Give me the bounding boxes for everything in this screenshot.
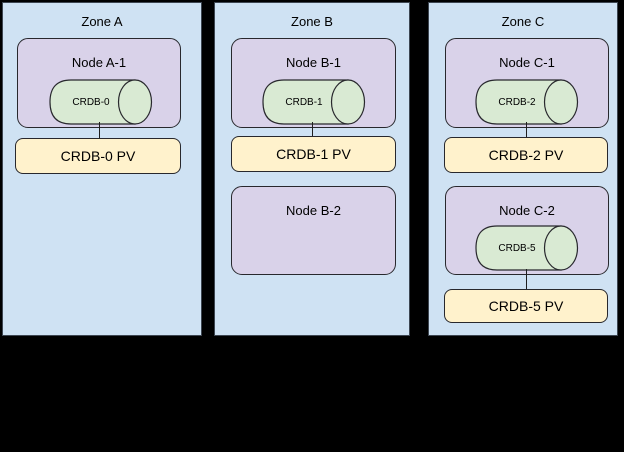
pv-crdb-1-label: CRDB-1 PV — [276, 146, 351, 162]
database-cylinder-icon — [262, 79, 366, 125]
connector-crdb-1-to-pv — [311, 122, 313, 136]
zone-b-label: Zone B — [291, 14, 333, 29]
connector-crdb-0-to-pv — [98, 122, 100, 138]
node-c-2: Node C-2 CRDB-5 — [445, 186, 609, 275]
node-b-1-label: Node B-1 — [286, 55, 341, 70]
node-a-1-label: Node A-1 — [71, 55, 127, 70]
node-b-2: Node B-2 — [231, 186, 396, 275]
zone-c-label: Zone C — [501, 14, 545, 29]
crdb-1-cylinder: CRDB-1 — [262, 79, 366, 125]
pv-crdb-0-label: CRDB-0 PV — [60, 148, 136, 164]
database-cylinder-icon — [49, 79, 153, 125]
pv-crdb-5-label: CRDB-5 PV — [488, 298, 564, 314]
zone-a: Zone A Node A-1 CRDB-0 CRDB-0 PV — [2, 2, 202, 336]
node-c-1: Node C-1 CRDB-2 — [445, 38, 609, 128]
pv-crdb-2-label: CRDB-2 PV — [488, 147, 564, 163]
database-cylinder-icon — [475, 225, 579, 271]
crdb-2-label: CRDB-2 — [498, 96, 536, 108]
crdb-0-label: CRDB-0 — [72, 96, 110, 108]
pv-crdb-0: CRDB-0 PV — [15, 138, 181, 174]
crdb-0-cylinder: CRDB-0 — [49, 79, 153, 125]
crdb-5-cylinder: CRDB-5 — [475, 225, 579, 271]
zone-b: Zone B Node B-1 CRDB-1 CRDB-1 PV Node B-… — [214, 2, 410, 336]
connector-crdb-5-to-pv — [525, 269, 527, 289]
connector-crdb-2-to-pv — [525, 122, 527, 137]
node-b-1: Node B-1 CRDB-1 — [231, 38, 396, 128]
pv-crdb-2: CRDB-2 PV — [444, 137, 608, 173]
node-b-2-label: Node B-2 — [286, 203, 341, 218]
node-c-2-label: Node C-2 — [499, 203, 555, 218]
node-a-1: Node A-1 CRDB-0 — [17, 38, 181, 128]
crdb-5-label: CRDB-5 — [498, 242, 536, 254]
database-cylinder-icon — [475, 79, 579, 125]
zone-a-label: Zone A — [81, 14, 123, 29]
pv-crdb-1: CRDB-1 PV — [231, 136, 396, 172]
pv-crdb-5: CRDB-5 PV — [444, 289, 608, 323]
crdb-2-cylinder: CRDB-2 — [475, 79, 579, 125]
crdb-1-label: CRDB-1 — [285, 96, 323, 108]
node-c-1-label: Node C-1 — [499, 55, 555, 70]
zone-c: Zone C Node C-1 CRDB-2 CRDB-2 PV Node C-… — [428, 2, 618, 336]
